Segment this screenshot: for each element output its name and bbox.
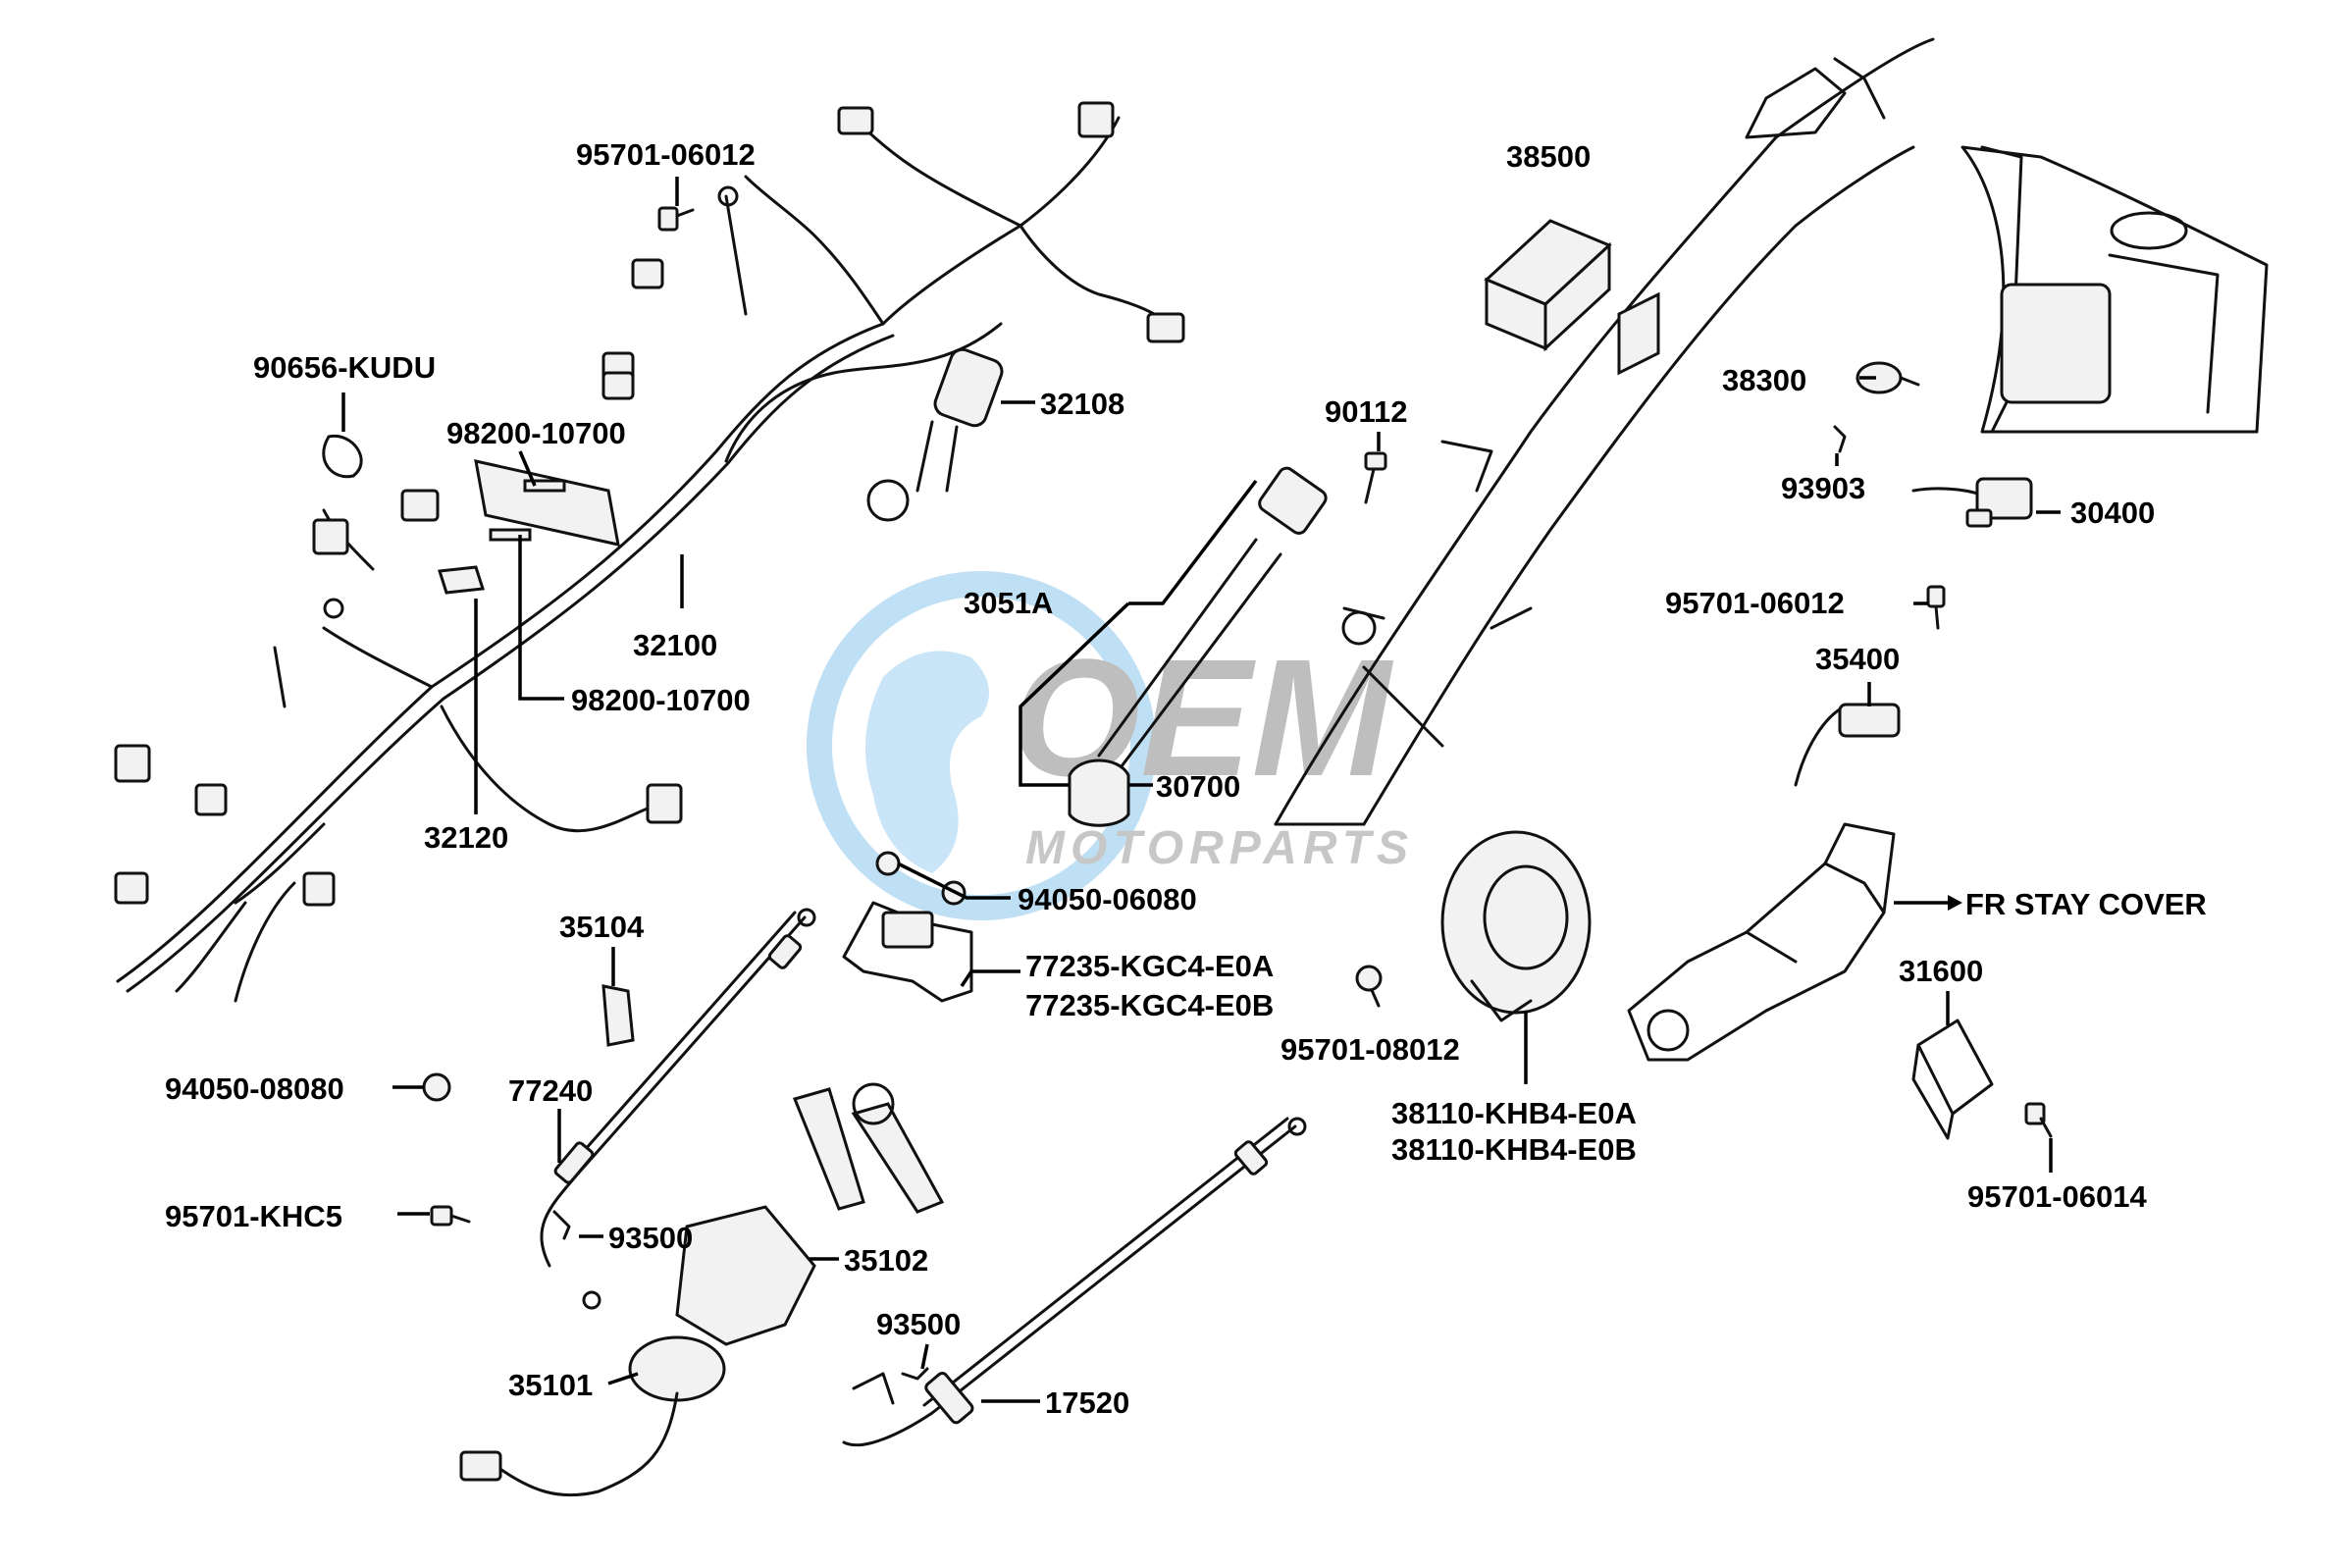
label-94050-08080: 94050-08080 (165, 1071, 344, 1106)
label-77235-kgc4-e0a: 77235-KGC4-E0A (1025, 949, 1274, 983)
bracket-35104 (601, 984, 635, 1047)
label-30400: 30400 (2070, 496, 2155, 530)
label-94050-06080: 94050-06080 (1018, 882, 1197, 916)
label-90112: 90112 (1325, 394, 1408, 429)
nut-94050-06080-a (875, 851, 901, 876)
bolt-95701-06012-top (657, 206, 695, 232)
label-32108: 32108 (1040, 387, 1124, 421)
cable-17520 (842, 1117, 1307, 1447)
screw-93903 (1833, 425, 1847, 453)
ignition-switch-35101 (459, 1205, 816, 1497)
label-32100: 32100 (633, 628, 717, 662)
label-38300: 38300 (1722, 363, 1806, 397)
label-38500: 38500 (1506, 139, 1591, 174)
label-35102: 35102 (844, 1243, 928, 1278)
bolt-95701-06012-right (1926, 585, 1946, 630)
watermark: OEM MOTORPARTS (807, 571, 1414, 920)
label-35104: 35104 (559, 910, 645, 944)
label-32120: 32120 (424, 820, 508, 855)
label-90656-kudu: 90656-KUDU (253, 350, 436, 385)
relay-32108 (915, 347, 1004, 493)
label-93500-b: 93500 (876, 1307, 961, 1341)
horn-38110 (1440, 830, 1592, 1022)
label-38110-khb4-e0a: 38110-KHB4-E0A (1391, 1096, 1637, 1130)
watermark-subtext: MOTORPARTS (1025, 822, 1414, 874)
band-90656-kudu (322, 435, 363, 479)
label-fr-stay-cover: FR STAY COVER (1965, 887, 2207, 921)
flasher-38300 (1855, 361, 1920, 394)
nut-94050-08080 (422, 1072, 451, 1102)
bolt-95701-khc5 (430, 1205, 471, 1227)
cable-77240 (540, 908, 816, 1310)
front-cover-inner (1960, 145, 2269, 434)
relay-30400 (1911, 477, 2033, 528)
label-95701-06012-right: 95701-06012 (1665, 586, 1845, 620)
label-3051a: 3051A (964, 586, 1053, 620)
ecu-38500 (1484, 219, 1612, 352)
leader-lines (341, 177, 2061, 1403)
part-labels: 95701-06012 90656-KUDU 98200-10700 32108… (165, 137, 2207, 1420)
label-95701-khc5: 95701-KHC5 (165, 1199, 342, 1233)
label-98200-10700-b: 98200-10700 (571, 683, 751, 717)
label-95701-08012: 95701-08012 (1281, 1032, 1460, 1067)
watermark-globe (807, 571, 1156, 920)
fr-stay-bracket (1627, 822, 1896, 1062)
frame-stay (1274, 37, 1935, 826)
screw-93500-b (901, 1367, 929, 1381)
wire-harness-32100 (114, 101, 1185, 1003)
sensor-35400 (1794, 703, 1901, 787)
lock-77235 (842, 901, 973, 1003)
label-77240: 77240 (508, 1073, 593, 1108)
watermark-continents (865, 651, 989, 873)
label-35101: 35101 (508, 1368, 593, 1402)
label-17520: 17520 (1045, 1385, 1129, 1420)
screw-90112 (1364, 451, 1387, 504)
label-95701-06012-top: 95701-06012 (576, 137, 756, 172)
label-93500-a: 93500 (608, 1221, 693, 1255)
label-38110-khb4-e0b: 38110-KHB4-E0B (1391, 1132, 1637, 1167)
regulator-31600 (1911, 1019, 1994, 1140)
label-95701-06014: 95701-06014 (1967, 1179, 2147, 1214)
label-93903: 93903 (1781, 471, 1865, 505)
label-31600: 31600 (1899, 954, 1983, 988)
bolt-95701-08012 (1355, 965, 1383, 1008)
keys-35102 (792, 1082, 945, 1214)
label-35400: 35400 (1815, 642, 1900, 676)
label-98200-10700-a: 98200-10700 (446, 416, 626, 450)
starter-switch-3051a (1068, 466, 1328, 827)
label-30700: 30700 (1156, 769, 1240, 804)
clamp-98200-10700 (474, 459, 620, 547)
bolt-95701-06014 (2024, 1102, 2053, 1138)
label-77235-kgc4-e0b: 77235-KGC4-E0B (1025, 988, 1274, 1022)
clip-32120 (438, 565, 485, 595)
screw-93500-a (552, 1210, 571, 1240)
